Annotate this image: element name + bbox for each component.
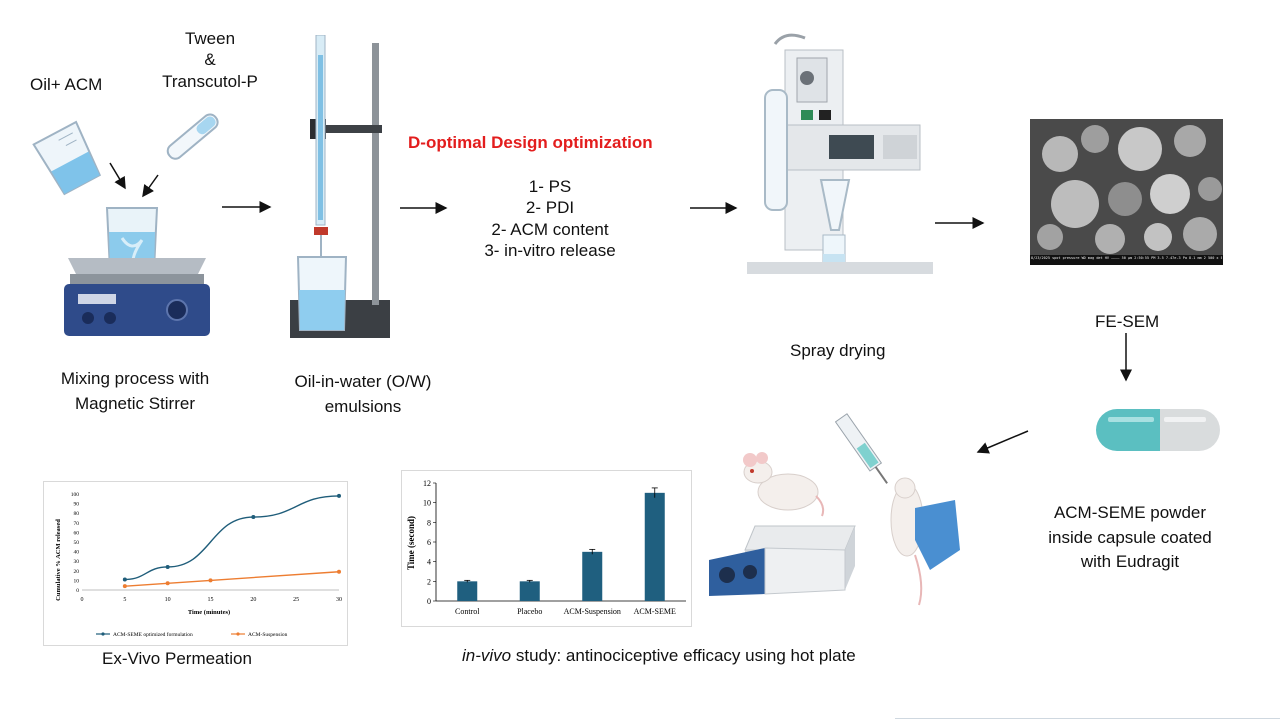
arrow-tube-to-stirrer [142, 174, 159, 198]
line-point-0 [337, 493, 341, 498]
mixing-line1: Mixing process with [60, 369, 210, 388]
bar-chart-ytick: 6 [427, 538, 431, 547]
line-point-0 [122, 577, 127, 582]
capsule-line3: with Eudragit [1080, 552, 1180, 572]
surfactant-label: Tween & Transcutol-P [150, 28, 270, 92]
footer-line [895, 718, 1280, 719]
emulsion-line2: emulsions [324, 396, 402, 416]
ex-vivo-chart-frame: Cumulative % ACM released Time (minutes)… [43, 481, 348, 646]
in-vivo-chart-frame: Time (second) 0 2 4 6 8 10 12 Control Placebo AC… [401, 470, 692, 627]
response-pdi: 2- PDI [525, 198, 575, 218]
legend-marker-1 [236, 632, 240, 636]
oil-acm-label: Oil+ ACM [30, 75, 103, 94]
line-chart-xtick: 0 [81, 597, 84, 603]
ampersand-text: & [204, 50, 216, 70]
bar-3 [644, 492, 665, 601]
line-chart-ytick: 30 [74, 559, 80, 565]
responses-list: 1- PS 2- PDI 2- ACM content 3- in-vitro … [450, 176, 650, 261]
arrow-beaker-to-stirrer [109, 162, 126, 190]
line-chart-ytick: 0 [76, 588, 79, 594]
mouse-icon [743, 452, 825, 517]
bar-category-label: ACM-SEME [634, 607, 676, 616]
bar-chart-ytick: 0 [427, 597, 431, 606]
bar-chart-ytick: 4 [427, 558, 431, 567]
capsule-line2: inside capsule coated [1048, 527, 1212, 547]
legend-label-1: ACM-Suspension [248, 632, 288, 638]
bar-category-label: Placebo [517, 607, 542, 616]
line-series-0 [124, 495, 340, 581]
mixing-line2: Magnetic Stirrer [75, 393, 195, 413]
spray-dryer-icon [747, 33, 933, 274]
capsule-icon [1096, 409, 1220, 451]
line-chart-xlabel: Time (minutes) [188, 609, 230, 616]
bar-2 [582, 551, 603, 601]
bar-chart-ytick: 2 [427, 577, 431, 586]
line-chart-ytick: 90 [74, 502, 80, 508]
pouring-beaker-icon [32, 120, 102, 196]
line-point-1 [208, 578, 213, 583]
line-chart-ytick: 100 [71, 492, 80, 498]
emulsion-line1: Oil-in-water (O/W) [294, 372, 432, 391]
line-chart-xtick: 25 [293, 597, 299, 603]
line-chart-xtick: 5 [123, 597, 126, 603]
bar-chart-ylabel: Time (second) [406, 516, 416, 570]
ex-vivo-line-chart: Cumulative % ACM released Time (minutes)… [55, 492, 342, 638]
line-chart-ytick: 20 [74, 569, 80, 575]
line-chart-xtick: 20 [250, 597, 256, 603]
legend-marker-0 [101, 632, 105, 636]
bar-chart-ytick: 8 [427, 518, 431, 527]
retort-stand-icon [290, 35, 390, 338]
line-chart-xtick: 30 [336, 597, 342, 603]
in-vivo-rest: study: antinociceptive efficacy using ho… [511, 646, 856, 665]
in-vivo-italic: in-vivo [462, 646, 512, 665]
syringe-injection-icon [835, 413, 960, 606]
capsule-caption: ACM-SEME powder inside capsule coated wi… [1020, 501, 1240, 575]
line-point-1 [122, 584, 127, 589]
response-acm-content: 2- ACM content [491, 219, 609, 239]
test-tube-icon [166, 113, 219, 160]
spray-drying-caption: Spray drying [790, 341, 886, 360]
bar-1 [519, 581, 540, 601]
line-point-1 [337, 569, 341, 574]
line-point-1 [165, 581, 170, 586]
capsule-line1: ACM-SEME powder [1053, 503, 1207, 522]
sem-caption-bar: 8/23/2025 spot pressure WD mag det HV ——… [1031, 256, 1222, 260]
in-vivo-caption: in-vivo study: antinociceptive efficacy … [462, 644, 856, 669]
legend-label-0: ACM-SEME optimized formulation [113, 631, 193, 638]
bar-0 [457, 581, 478, 601]
line-chart-ytick: 70 [74, 521, 80, 527]
magnetic-stirrer-icon [64, 207, 210, 336]
line-series-1 [124, 571, 340, 587]
response-release: 3- in-vitro release [484, 240, 616, 260]
line-chart-ylabel: Cumulative % ACM released [55, 519, 62, 601]
line-chart-ytick: 80 [74, 511, 80, 517]
arrow-capsule-to-invivo [976, 430, 1029, 454]
d-optimal-title: D-optimal Design optimization [408, 133, 653, 152]
bar-category-label: ACM-Suspension [564, 607, 621, 616]
sem-micrograph [1030, 119, 1223, 265]
line-chart-xtick: 10 [165, 597, 171, 603]
mixing-caption: Mixing process with Magnetic Stirrer [30, 367, 240, 416]
line-chart-ytick: 10 [74, 578, 80, 584]
fe-sem-caption: FE-SEM [1095, 312, 1160, 331]
bar-chart-ytick: 10 [423, 499, 431, 508]
line-chart-ytick: 40 [74, 550, 80, 556]
in-vivo-bar-chart: Time (second) 0 2 4 6 8 10 12 Control Placebo AC… [406, 479, 686, 616]
hot-plate-icon [709, 525, 856, 596]
ex-vivo-caption: Ex-Vivo Permeation [102, 649, 252, 668]
emulsion-caption: Oil-in-water (O/W) emulsions [268, 370, 458, 419]
transcutol-text: Transcutol-P [162, 71, 258, 91]
response-ps: 1- PS [528, 177, 572, 196]
line-chart-xtick: 15 [208, 597, 214, 603]
line-point-0 [165, 564, 170, 569]
bar-category-label: Control [455, 607, 480, 616]
line-chart-ytick: 60 [74, 530, 80, 536]
line-chart-ytick: 50 [74, 540, 80, 546]
line-point-0 [251, 515, 256, 520]
tween-text: Tween [184, 29, 236, 48]
bar-chart-ytick: 12 [423, 479, 431, 488]
